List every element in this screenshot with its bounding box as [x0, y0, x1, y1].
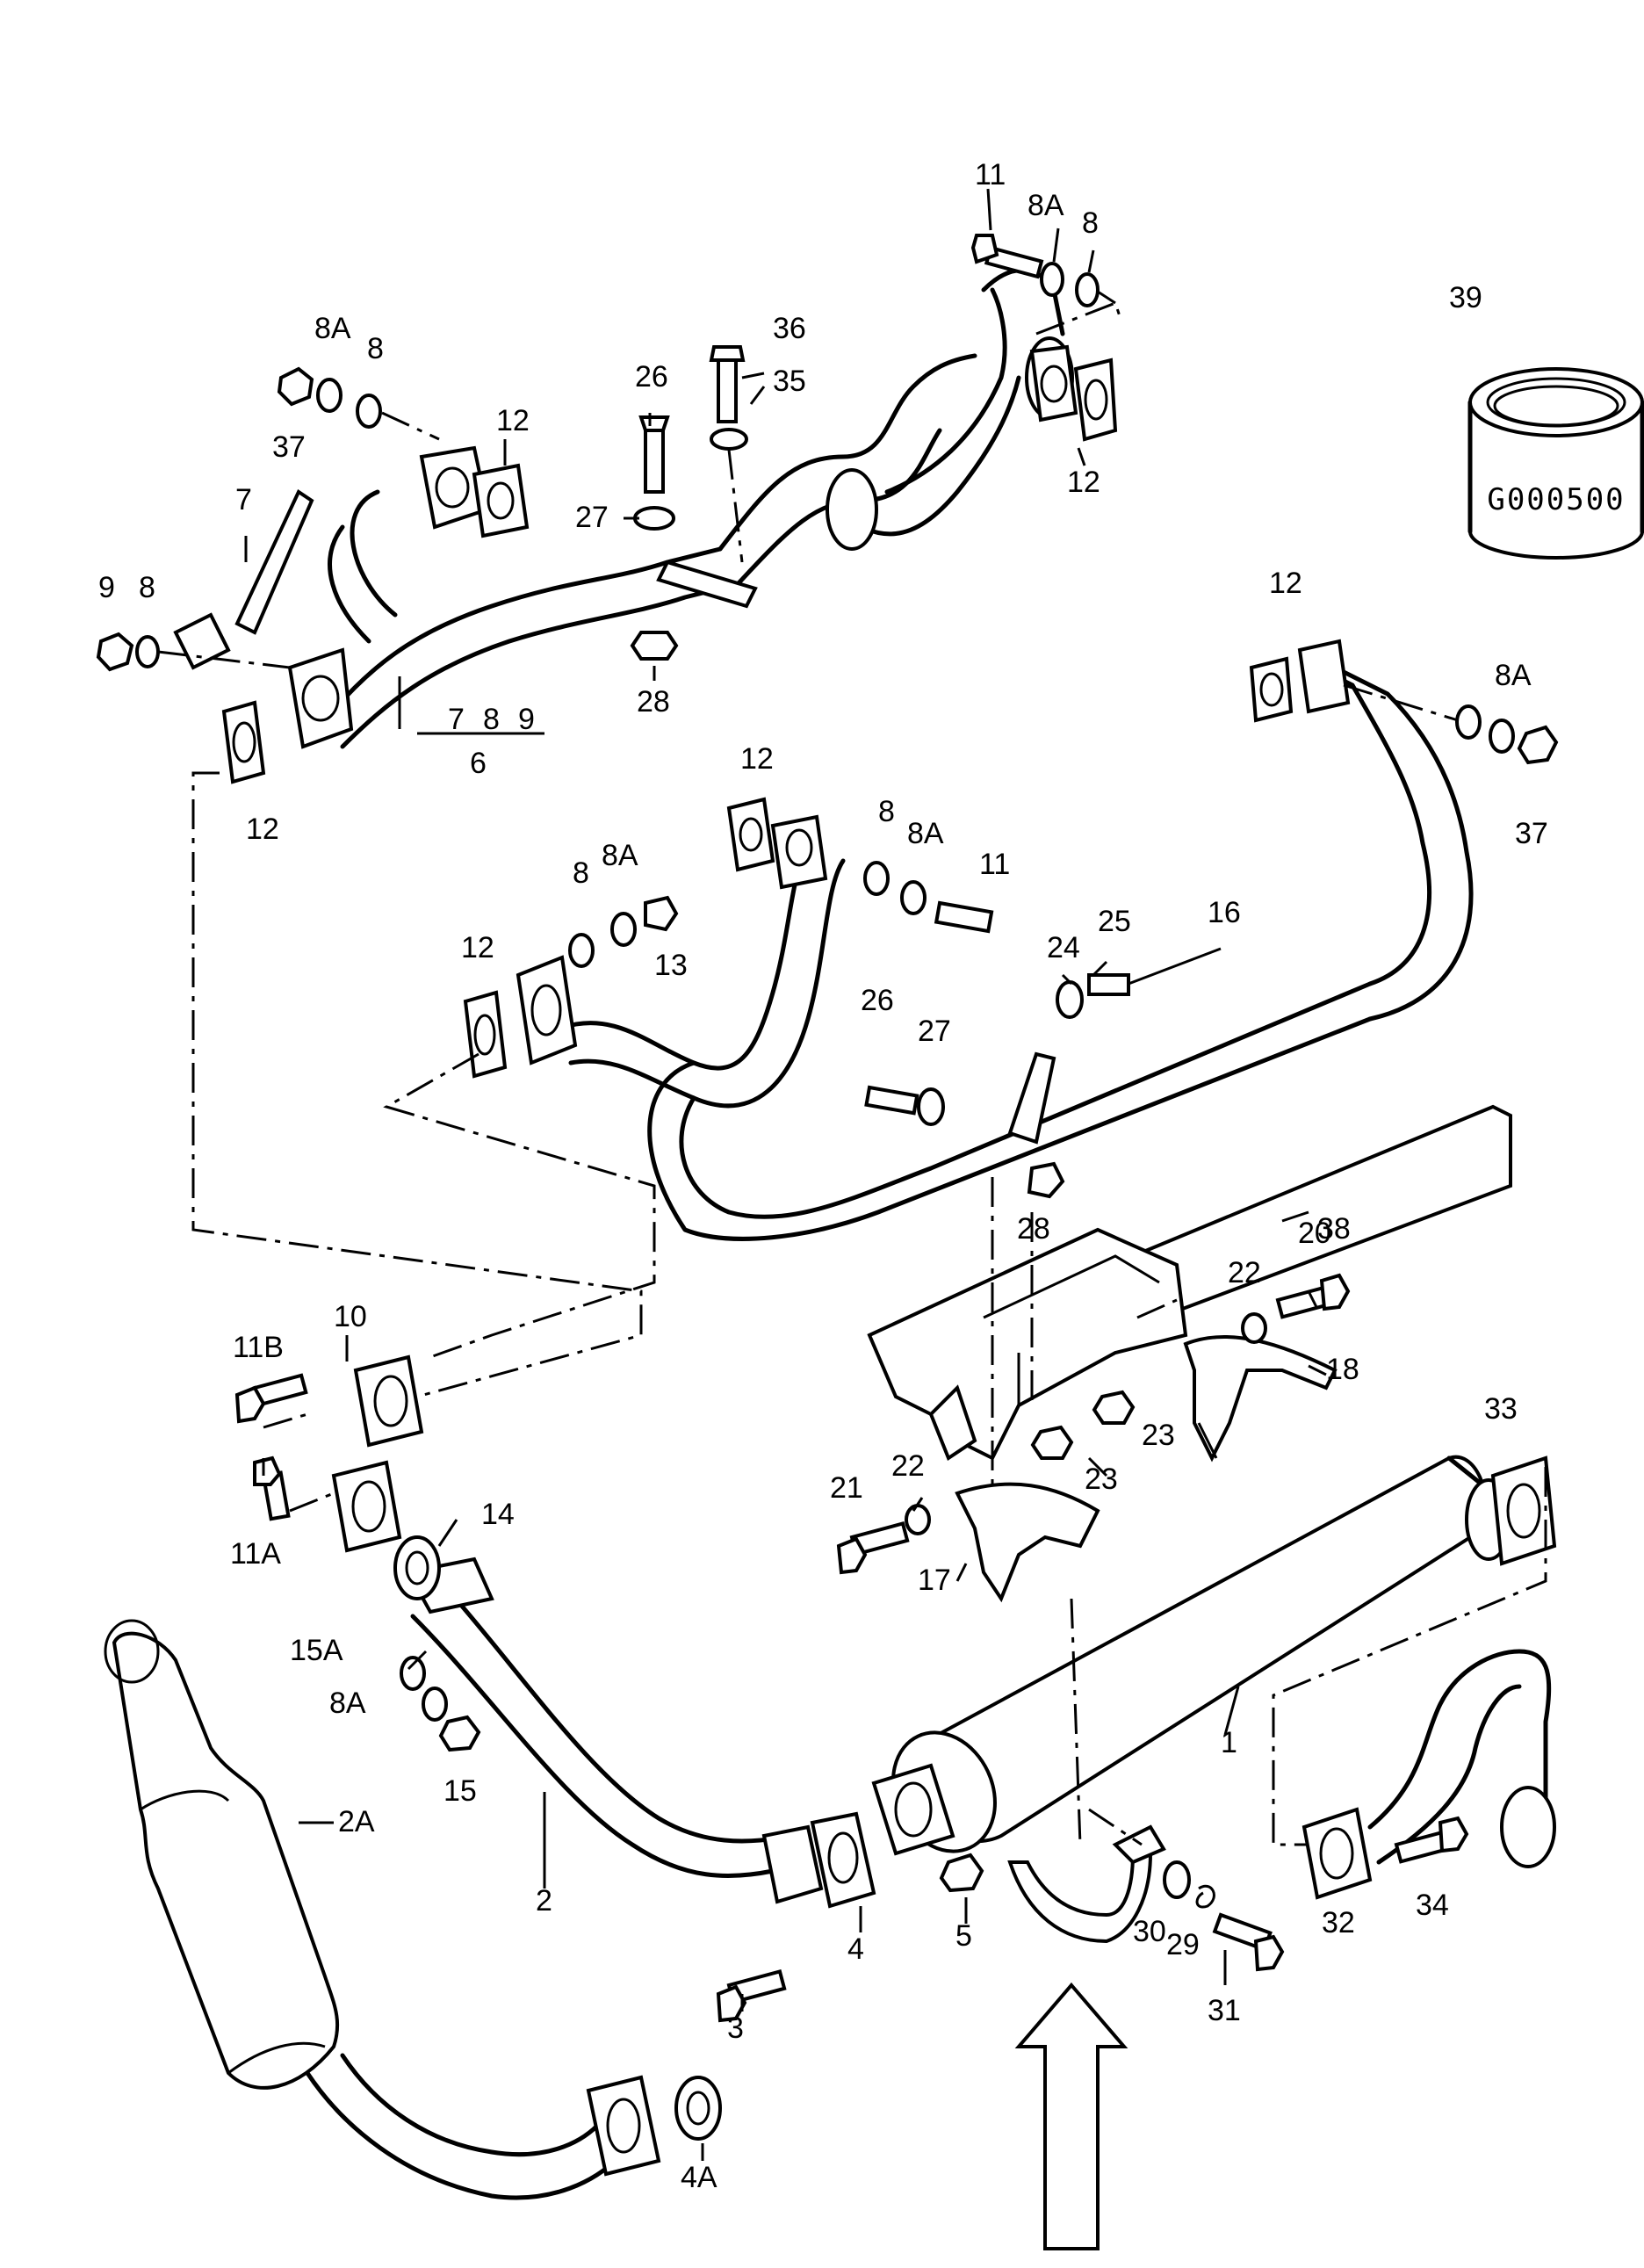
label-11a: 11A: [230, 1537, 281, 1571]
label-12-top-right: 12: [1067, 466, 1100, 499]
label-37-right: 37: [1515, 817, 1548, 850]
label-23-left: 23: [1085, 1463, 1118, 1496]
label-18: 18: [1326, 1353, 1359, 1386]
label-8-top-left: 8: [367, 332, 384, 365]
label-27-top: 27: [575, 501, 609, 534]
label-6: 6: [470, 747, 487, 780]
label-10: 10: [334, 1300, 367, 1333]
label-26-mid: 26: [861, 984, 894, 1017]
label-36: 36: [773, 312, 806, 345]
label-16: 16: [1208, 896, 1241, 929]
leader-lines: [244, 188, 1327, 2161]
label-2a: 2A: [338, 1805, 375, 1838]
intermediate-pipe-assembly: [463, 639, 1559, 1320]
label-11b: 11B: [233, 1331, 284, 1364]
label-7-bracket: 7: [235, 483, 252, 516]
label-17: 17: [918, 1564, 951, 1597]
label-31: 31: [1208, 1994, 1241, 2027]
label-12-top-left: 12: [496, 404, 530, 437]
ring-code: G000500: [1487, 482, 1625, 517]
label-4: 4: [847, 1932, 864, 1966]
label-37-left: 37: [272, 430, 306, 464]
label-33: 33: [1484, 1392, 1518, 1426]
callout-labels: 1 2 2A 3 4 4A 5 6 7 7 8 8 8 8 8 8 8A 8A …: [98, 158, 1548, 2194]
part-39-ring: G000500: [1467, 367, 1644, 560]
label-12-mid-top: 12: [740, 742, 774, 776]
label-3: 3: [727, 2012, 744, 2045]
label-8a-top-left: 8A: [314, 312, 351, 345]
label-29: 29: [1166, 1928, 1200, 1961]
label-4a: 4A: [681, 2161, 717, 2194]
label-23-right: 23: [1142, 1419, 1175, 1452]
label-28-top: 28: [637, 685, 670, 719]
label-35: 35: [773, 365, 806, 398]
hardware-top-left: [96, 234, 1118, 784]
label-15a: 15A: [290, 1634, 343, 1667]
label-27-mid: 27: [918, 1015, 951, 1048]
label-8-group: 8: [483, 703, 500, 736]
label-2: 2: [536, 1884, 552, 1918]
label-30: 30: [1133, 1915, 1166, 1948]
muffler-assembly: [104, 1354, 1557, 2250]
label-12-left: 12: [246, 813, 279, 846]
label-9-left: 9: [98, 571, 115, 604]
label-8-left: 8: [139, 571, 155, 604]
label-24: 24: [1047, 931, 1080, 964]
label-39: 39: [1449, 281, 1482, 314]
label-14: 14: [481, 1498, 515, 1531]
assembly-lines: [191, 301, 1547, 1846]
label-8-top-right: 8: [1082, 206, 1099, 240]
label-8a-right: 8A: [1495, 659, 1532, 692]
label-22-right: 22: [1228, 1256, 1261, 1289]
label-11-mid: 11: [979, 848, 1010, 881]
label-8a-top-right: 8A: [1028, 189, 1064, 222]
label-5: 5: [955, 1919, 972, 1953]
label-8a-mid-left: 8A: [602, 839, 638, 872]
label-32: 32: [1322, 1906, 1355, 1939]
label-26-top: 26: [635, 360, 668, 394]
label-11-top: 11: [975, 158, 1006, 191]
label-28-mid: 28: [1017, 1212, 1050, 1246]
front-pipe-assembly: [173, 268, 1074, 749]
crossmember-bracket: [836, 1177, 1351, 1603]
label-15: 15: [443, 1774, 477, 1808]
label-8a-bottom: 8A: [329, 1687, 366, 1720]
label-7-group: 7: [448, 703, 465, 736]
label-8-mid-right: 8: [878, 795, 895, 828]
label-12-right: 12: [1269, 567, 1302, 600]
label-13: 13: [654, 949, 688, 982]
label-22-left: 22: [891, 1449, 925, 1483]
label-9-group: 9: [518, 703, 535, 736]
label-1: 1: [1221, 1726, 1237, 1759]
label-25: 25: [1098, 905, 1131, 938]
label-8-mid-left: 8: [573, 856, 589, 890]
label-34: 34: [1416, 1889, 1449, 1922]
label-38: 38: [1317, 1212, 1351, 1246]
label-20: 20: [1298, 1217, 1331, 1250]
label-12-mid-left: 12: [461, 931, 494, 964]
label-21: 21: [830, 1471, 863, 1505]
label-8a-mid-right: 8A: [907, 817, 944, 850]
